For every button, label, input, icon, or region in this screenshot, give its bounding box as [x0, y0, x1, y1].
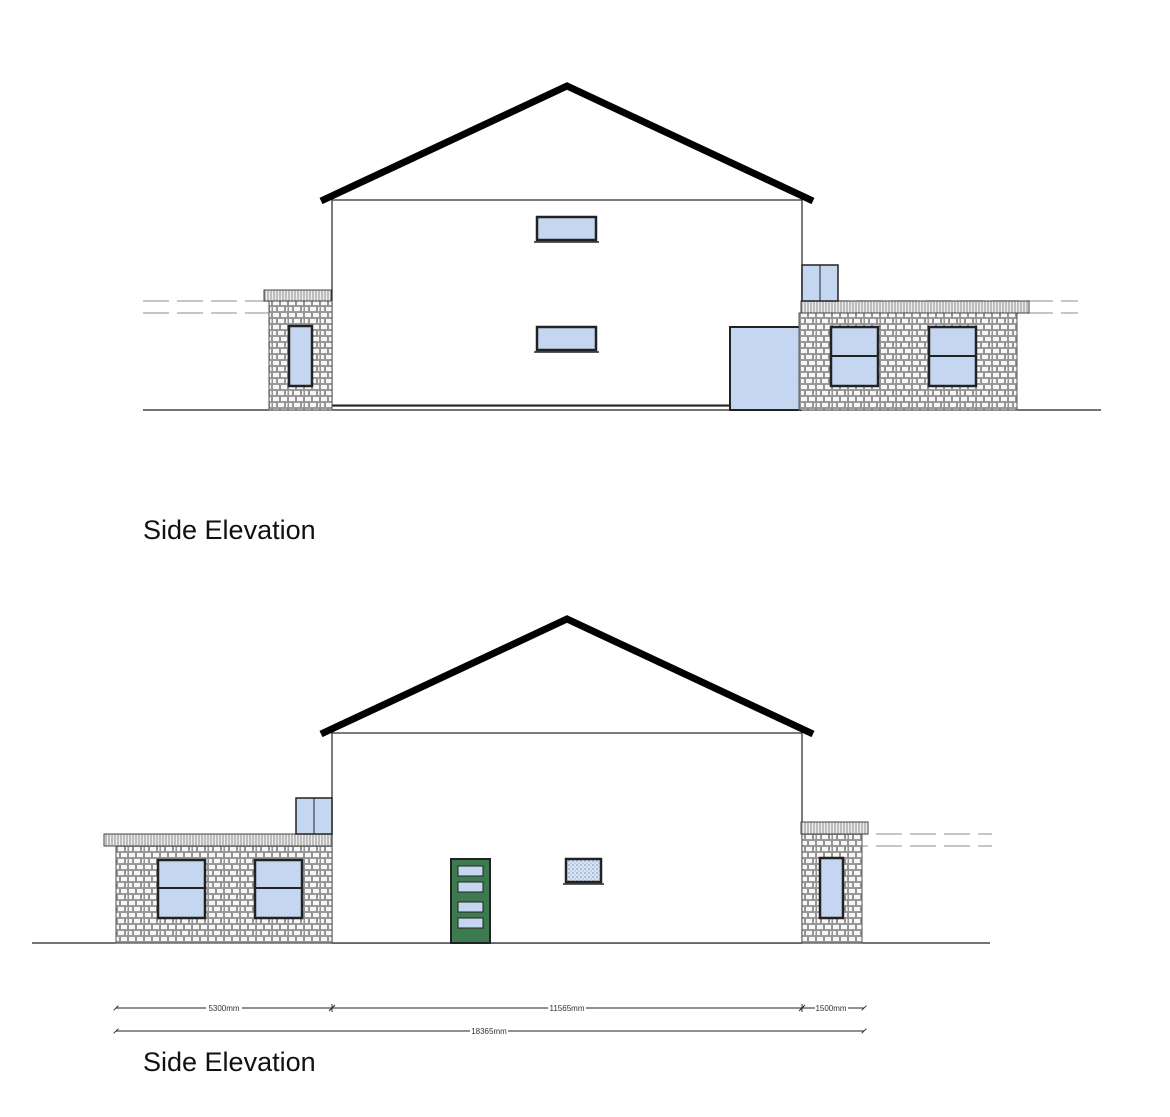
elevation-top [143, 82, 1101, 411]
window [535, 325, 598, 352]
dimension-11565: 11565mm [550, 1004, 585, 1013]
pier-coping [263, 289, 332, 302]
main-wall [331, 732, 803, 944]
window [535, 215, 598, 242]
dimension-5300: 5300mm [208, 1004, 239, 1013]
dimension-lines: 5300mm 11565mm 1500mm 18365mm [116, 1003, 864, 1036]
gable-roof [319, 615, 815, 738]
pier-coping [800, 821, 869, 835]
extension-roof [800, 300, 1030, 314]
extension-roof [103, 833, 333, 847]
elevation-caption-top: Side Elevation [143, 515, 316, 545]
elevation-bottom [32, 615, 992, 944]
obscured-window [564, 857, 603, 884]
dimension-1500: 1500mm [815, 1004, 846, 1013]
gable-roof [319, 82, 815, 205]
glass-door [729, 326, 802, 411]
elevation-caption-bottom: Side Elevation [143, 1047, 316, 1077]
window [818, 856, 845, 920]
window [287, 324, 314, 388]
dimension-total: 18365mm [471, 1027, 507, 1036]
